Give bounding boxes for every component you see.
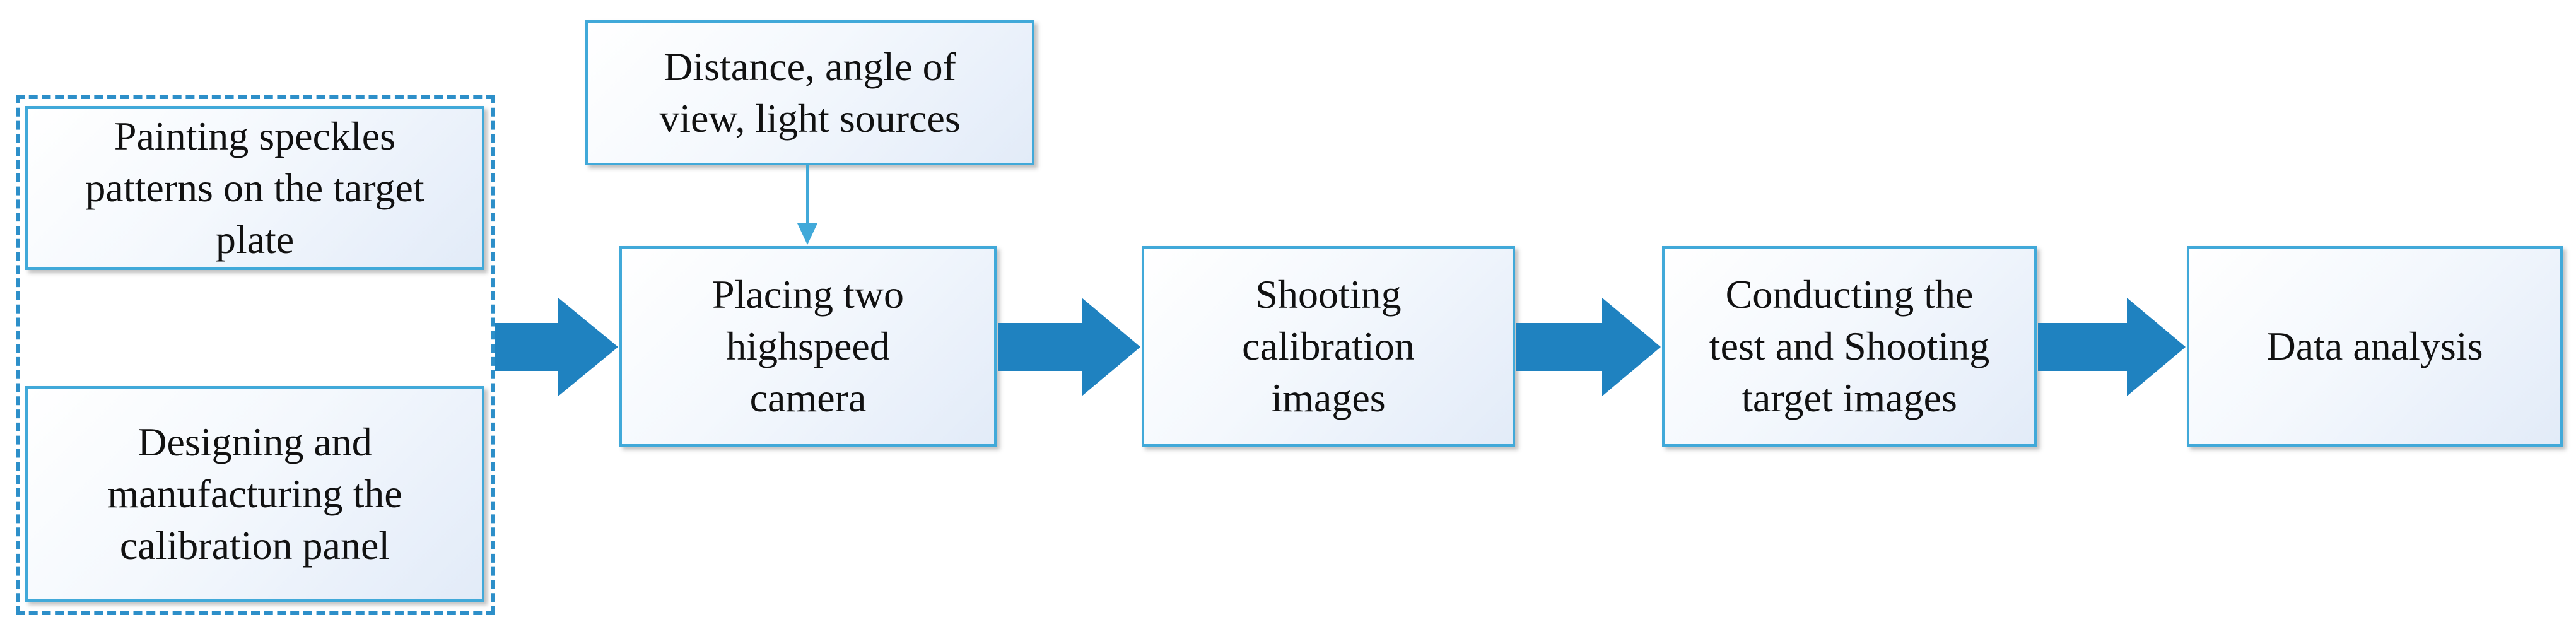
arrow-calibration-to-target-images (1516, 298, 1661, 396)
arrow-cameras-to-calibration-images (998, 298, 1140, 396)
node-placing-cameras-label: Placing two highspeed camera (712, 272, 904, 420)
node-calibration-panel-label: Designing and manufacturing the calibrat… (107, 420, 402, 568)
node-placing-cameras: Placing two highspeed camera (619, 246, 997, 447)
arrow-target-to-data-analysis (2038, 298, 2186, 396)
arrow-settings-to-cameras (797, 165, 817, 245)
node-target-images: Conducting the test and Shooting target … (1662, 246, 2037, 447)
node-calibration-images: Shooting calibration images (1142, 246, 1515, 447)
node-data-analysis: Data analysis (2187, 246, 2563, 447)
node-calibration-images-label: Shooting calibration images (1242, 272, 1415, 420)
node-target-images-label: Conducting the test and Shooting target … (1709, 272, 1990, 420)
node-painting-speckles: Painting speckles patterns on the target… (25, 106, 484, 270)
node-painting-speckles-label: Painting speckles patterns on the target… (85, 114, 424, 262)
preparation-group (16, 95, 495, 615)
node-camera-settings-label: Distance, angle of view, light sources (659, 44, 961, 141)
node-data-analysis-label: Data analysis (2266, 324, 2483, 368)
arrow-preparation-to-cameras (495, 298, 618, 396)
node-camera-settings: Distance, angle of view, light sources (585, 20, 1034, 165)
node-calibration-panel: Designing and manufacturing the calibrat… (25, 386, 484, 602)
